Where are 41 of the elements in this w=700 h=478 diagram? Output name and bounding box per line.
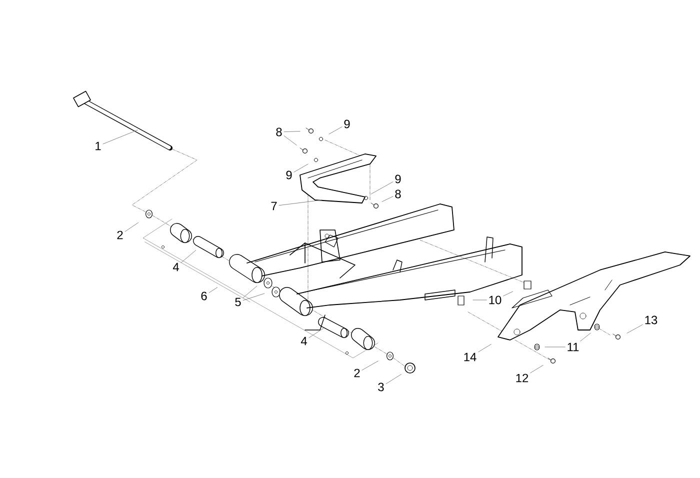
leader-line (328, 126, 342, 134)
callout-number: 1 (96, 142, 101, 150)
leader-line (503, 291, 514, 296)
leader-line (284, 136, 297, 146)
leader-line (102, 130, 138, 144)
leader-line (308, 328, 324, 338)
callout-number: 9 (395, 174, 401, 184)
callout-number: 11 (568, 342, 579, 352)
callout-number: 12 (516, 374, 528, 382)
leader-line (124, 222, 139, 232)
callout-number: 3 (378, 382, 384, 392)
callout-number: 4 (300, 336, 307, 346)
leader-line (294, 164, 308, 172)
callout-number: 8 (276, 128, 282, 136)
leader-line (242, 293, 265, 301)
leader-line (208, 287, 218, 293)
leader-line (478, 344, 492, 352)
callout-number: 6 (201, 292, 207, 300)
leader-line (180, 250, 196, 263)
callout-number: 2 (354, 368, 360, 378)
leader-line (382, 196, 394, 202)
callout-number: 7 (271, 202, 277, 210)
callout-number: 9 (286, 170, 292, 180)
leader-line (626, 324, 643, 334)
leader-line (284, 131, 300, 132)
callout-number: 14 (464, 352, 476, 362)
callout-number: 2 (117, 230, 123, 240)
callout-number: 8 (395, 190, 401, 198)
leader-line (242, 286, 258, 298)
callout-number: 10 (489, 296, 502, 304)
callout-number: 4 (172, 262, 179, 272)
leader-line (580, 332, 591, 342)
callout-number: 9 (344, 120, 350, 128)
callout-number: 5 (235, 298, 241, 306)
leader-line (530, 364, 544, 374)
leader-line (370, 182, 394, 194)
leader-line (362, 360, 378, 370)
leader-line (278, 200, 322, 206)
leader-line (386, 374, 402, 384)
callout-number: 13 (645, 316, 658, 324)
leader-line (544, 346, 566, 348)
